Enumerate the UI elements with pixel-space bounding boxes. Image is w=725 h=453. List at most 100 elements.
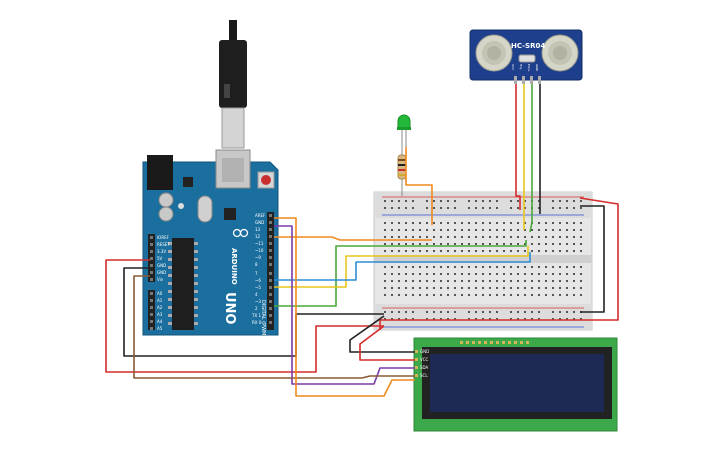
arduino-model-label: UNO (222, 292, 237, 325)
breadboard-hole (559, 236, 561, 238)
breadboard-hole (398, 250, 400, 252)
power-pin-label: GND (157, 270, 166, 275)
breadboard-hole (454, 200, 456, 202)
breadboard-hole (447, 222, 449, 224)
breadboard-hole (538, 229, 540, 231)
breadboard-hole (391, 207, 393, 209)
breadboard-hole (475, 229, 477, 231)
digital-pin-label: 12 (255, 234, 261, 239)
wire-lcd-vcc-red (359, 325, 415, 361)
digital-pin-label: ~11 (255, 241, 264, 246)
breadboard-hole (580, 236, 582, 238)
breadboard-hole (566, 243, 568, 245)
breadboard-hole (391, 222, 393, 224)
breadboard-hole (517, 280, 519, 282)
usb-cable (219, 20, 247, 149)
wire-pin12-orange (274, 236, 432, 241)
breadboard-hole (559, 200, 561, 202)
breadboard-hole (412, 250, 414, 252)
breadboard-hole (384, 222, 386, 224)
breadboard-hole (524, 287, 526, 289)
breadboard-hole (447, 280, 449, 282)
breadboard-hole (461, 243, 463, 245)
breadboard-hole (447, 266, 449, 268)
breadboard-hole (538, 243, 540, 245)
breadboard-hole (391, 287, 393, 289)
breadboard-hole (475, 207, 477, 209)
wire-lcd-scl-brown (133, 275, 415, 379)
breadboard-hole (440, 207, 442, 209)
breadboard-hole (405, 222, 407, 224)
sensor-label: HC-SR04 (511, 42, 545, 50)
breadboard-hole (482, 294, 484, 296)
wire-gnd-black (123, 267, 384, 357)
breadboard-hole (468, 318, 470, 320)
wire-pin-yellow (274, 246, 529, 288)
breadboard-hole (440, 200, 442, 202)
breadboard-hole (552, 222, 554, 224)
breadboard-hole (580, 287, 582, 289)
crystal (197, 195, 213, 223)
breadboard-hole (384, 287, 386, 289)
breadboard-hole (531, 318, 533, 320)
breadboard-hole (433, 200, 435, 202)
breadboard-hole (517, 294, 519, 296)
breadboard-hole (384, 243, 386, 245)
breadboard-hole (482, 222, 484, 224)
breadboard-hole (531, 266, 533, 268)
breadboard-hole (517, 229, 519, 231)
analog-pin-label: A5 (157, 326, 163, 331)
breadboard-hole (440, 318, 442, 320)
breadboard-hole (503, 294, 505, 296)
breadboard-hole (405, 266, 407, 268)
breadboard-hole (468, 294, 470, 296)
breadboard-hole (538, 266, 540, 268)
breadboard-hole (552, 294, 554, 296)
breadboard-hole (405, 318, 407, 320)
breadboard-hole (573, 294, 575, 296)
wire-sensor-vcc-red (515, 84, 521, 210)
breadboard-hole (559, 294, 561, 296)
breadboard-hole (489, 222, 491, 224)
breadboard-hole (426, 318, 428, 320)
breadboard-hole (482, 207, 484, 209)
lcd-pin-label: SDA (420, 365, 429, 370)
breadboard-hole (510, 236, 512, 238)
breadboard-hole (412, 266, 414, 268)
breadboard-hole (489, 294, 491, 296)
breadboard-hole (503, 229, 505, 231)
breadboard-hole (566, 250, 568, 252)
breadboard-hole (524, 200, 526, 202)
breadboard-hole (552, 280, 554, 282)
breadboard-hole (552, 287, 554, 289)
breadboard-hole (580, 294, 582, 296)
breadboard-hole (517, 200, 519, 202)
breadboard-hole (552, 266, 554, 268)
breadboard-hole (440, 311, 442, 313)
breadboard-hole (482, 287, 484, 289)
breadboard-hole (398, 207, 400, 209)
breadboard-hole (573, 243, 575, 245)
breadboard-hole (531, 243, 533, 245)
breadboard-hole (447, 236, 449, 238)
breadboard-hole (573, 236, 575, 238)
atmega-chip (172, 238, 194, 330)
breadboard-hole (419, 266, 421, 268)
breadboard-hole (426, 294, 428, 296)
lcd-i2c-module: GND VCC SDA SCL (413, 337, 618, 432)
breadboard-hole (538, 294, 540, 296)
breadboard-hole (419, 294, 421, 296)
breadboard-hole (405, 280, 407, 282)
breadboard-hole (482, 311, 484, 313)
breadboard-hole (468, 222, 470, 224)
breadboard-hole (503, 266, 505, 268)
breadboard-hole (580, 273, 582, 275)
breadboard-hole (447, 318, 449, 320)
breadboard-hole (475, 294, 477, 296)
breadboard-hole (503, 222, 505, 224)
breadboard-hole (538, 287, 540, 289)
breadboard-hole (503, 280, 505, 282)
breadboard-hole (412, 229, 414, 231)
breadboard-hole (468, 273, 470, 275)
breadboard-hole (482, 243, 484, 245)
